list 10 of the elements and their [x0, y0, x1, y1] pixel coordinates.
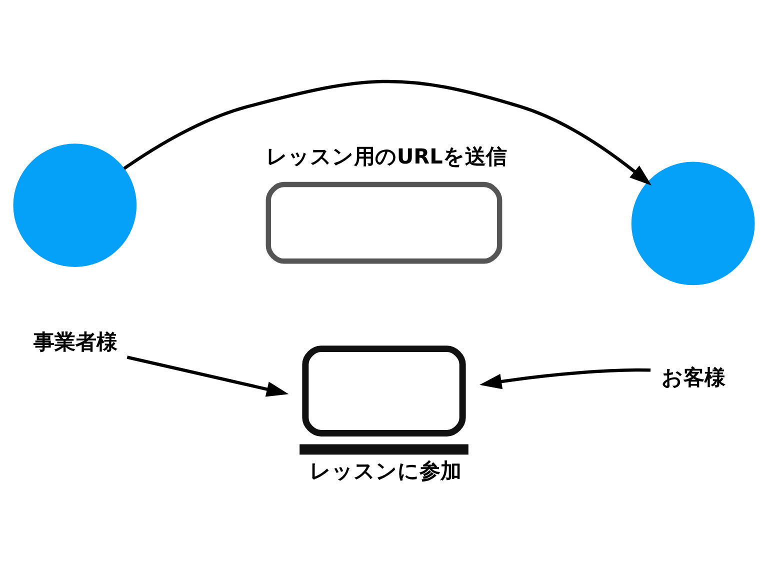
- node-circle: [13, 143, 137, 266]
- node-text: お客様: [661, 364, 726, 389]
- arrow: [480, 368, 651, 389]
- node-label: レッスン用のURLを送信: [266, 144, 507, 168]
- node-box: [266, 181, 502, 264]
- node-circle: [631, 161, 755, 285]
- node-text: 事業者様: [33, 330, 118, 354]
- arrow: [123, 79, 652, 186]
- arrow: [126, 355, 289, 396]
- node-label: レッスンに参加: [309, 458, 462, 482]
